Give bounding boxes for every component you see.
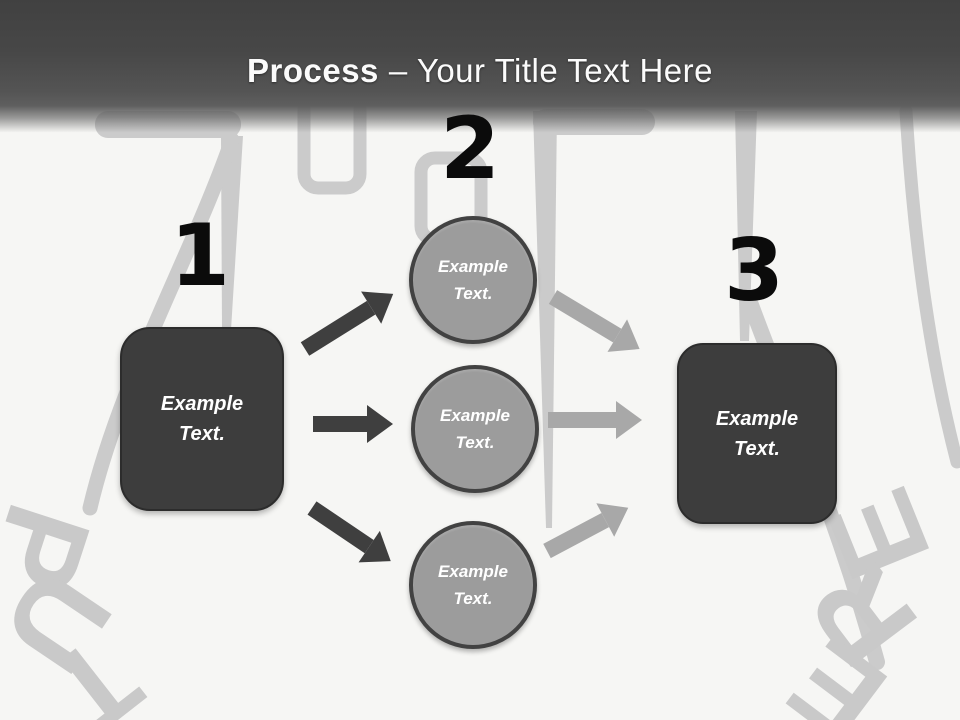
ghost-leg-left [221,136,243,330]
ghost-leg-right [735,111,757,341]
step2-circle-bottom[interactable]: Example Text. [409,521,537,649]
slide-title-keyword: Process [246,52,379,89]
step2-circle-middle[interactable]: Example Text. [411,365,539,493]
arrow-head [616,401,642,439]
step2-circle-top[interactable]: Example Text. [409,216,537,344]
arrow-shaft [548,412,616,428]
ghost-curve-far-right [899,104,960,469]
arrow-shaft [313,416,367,432]
step-number-2[interactable]: 2 [440,99,500,199]
slide-title-subtitle: – Your Title Text Here [388,52,714,89]
arrow-dark-horizontal[interactable] [313,405,393,443]
arrow-gray-horizontal[interactable] [548,401,642,439]
step1-box[interactable]: Example Text. [120,327,284,511]
ghost-curve-left [82,132,240,516]
slide-title[interactable]: Process– Your Title Text Here [0,52,960,90]
arrow-head [367,405,393,443]
step-number-3[interactable]: 3 [724,221,784,321]
step-number-1[interactable]: 1 [170,206,230,306]
step3-box[interactable]: Example Text. [677,343,837,524]
header-bar: Process– Your Title Text Here [0,0,960,134]
